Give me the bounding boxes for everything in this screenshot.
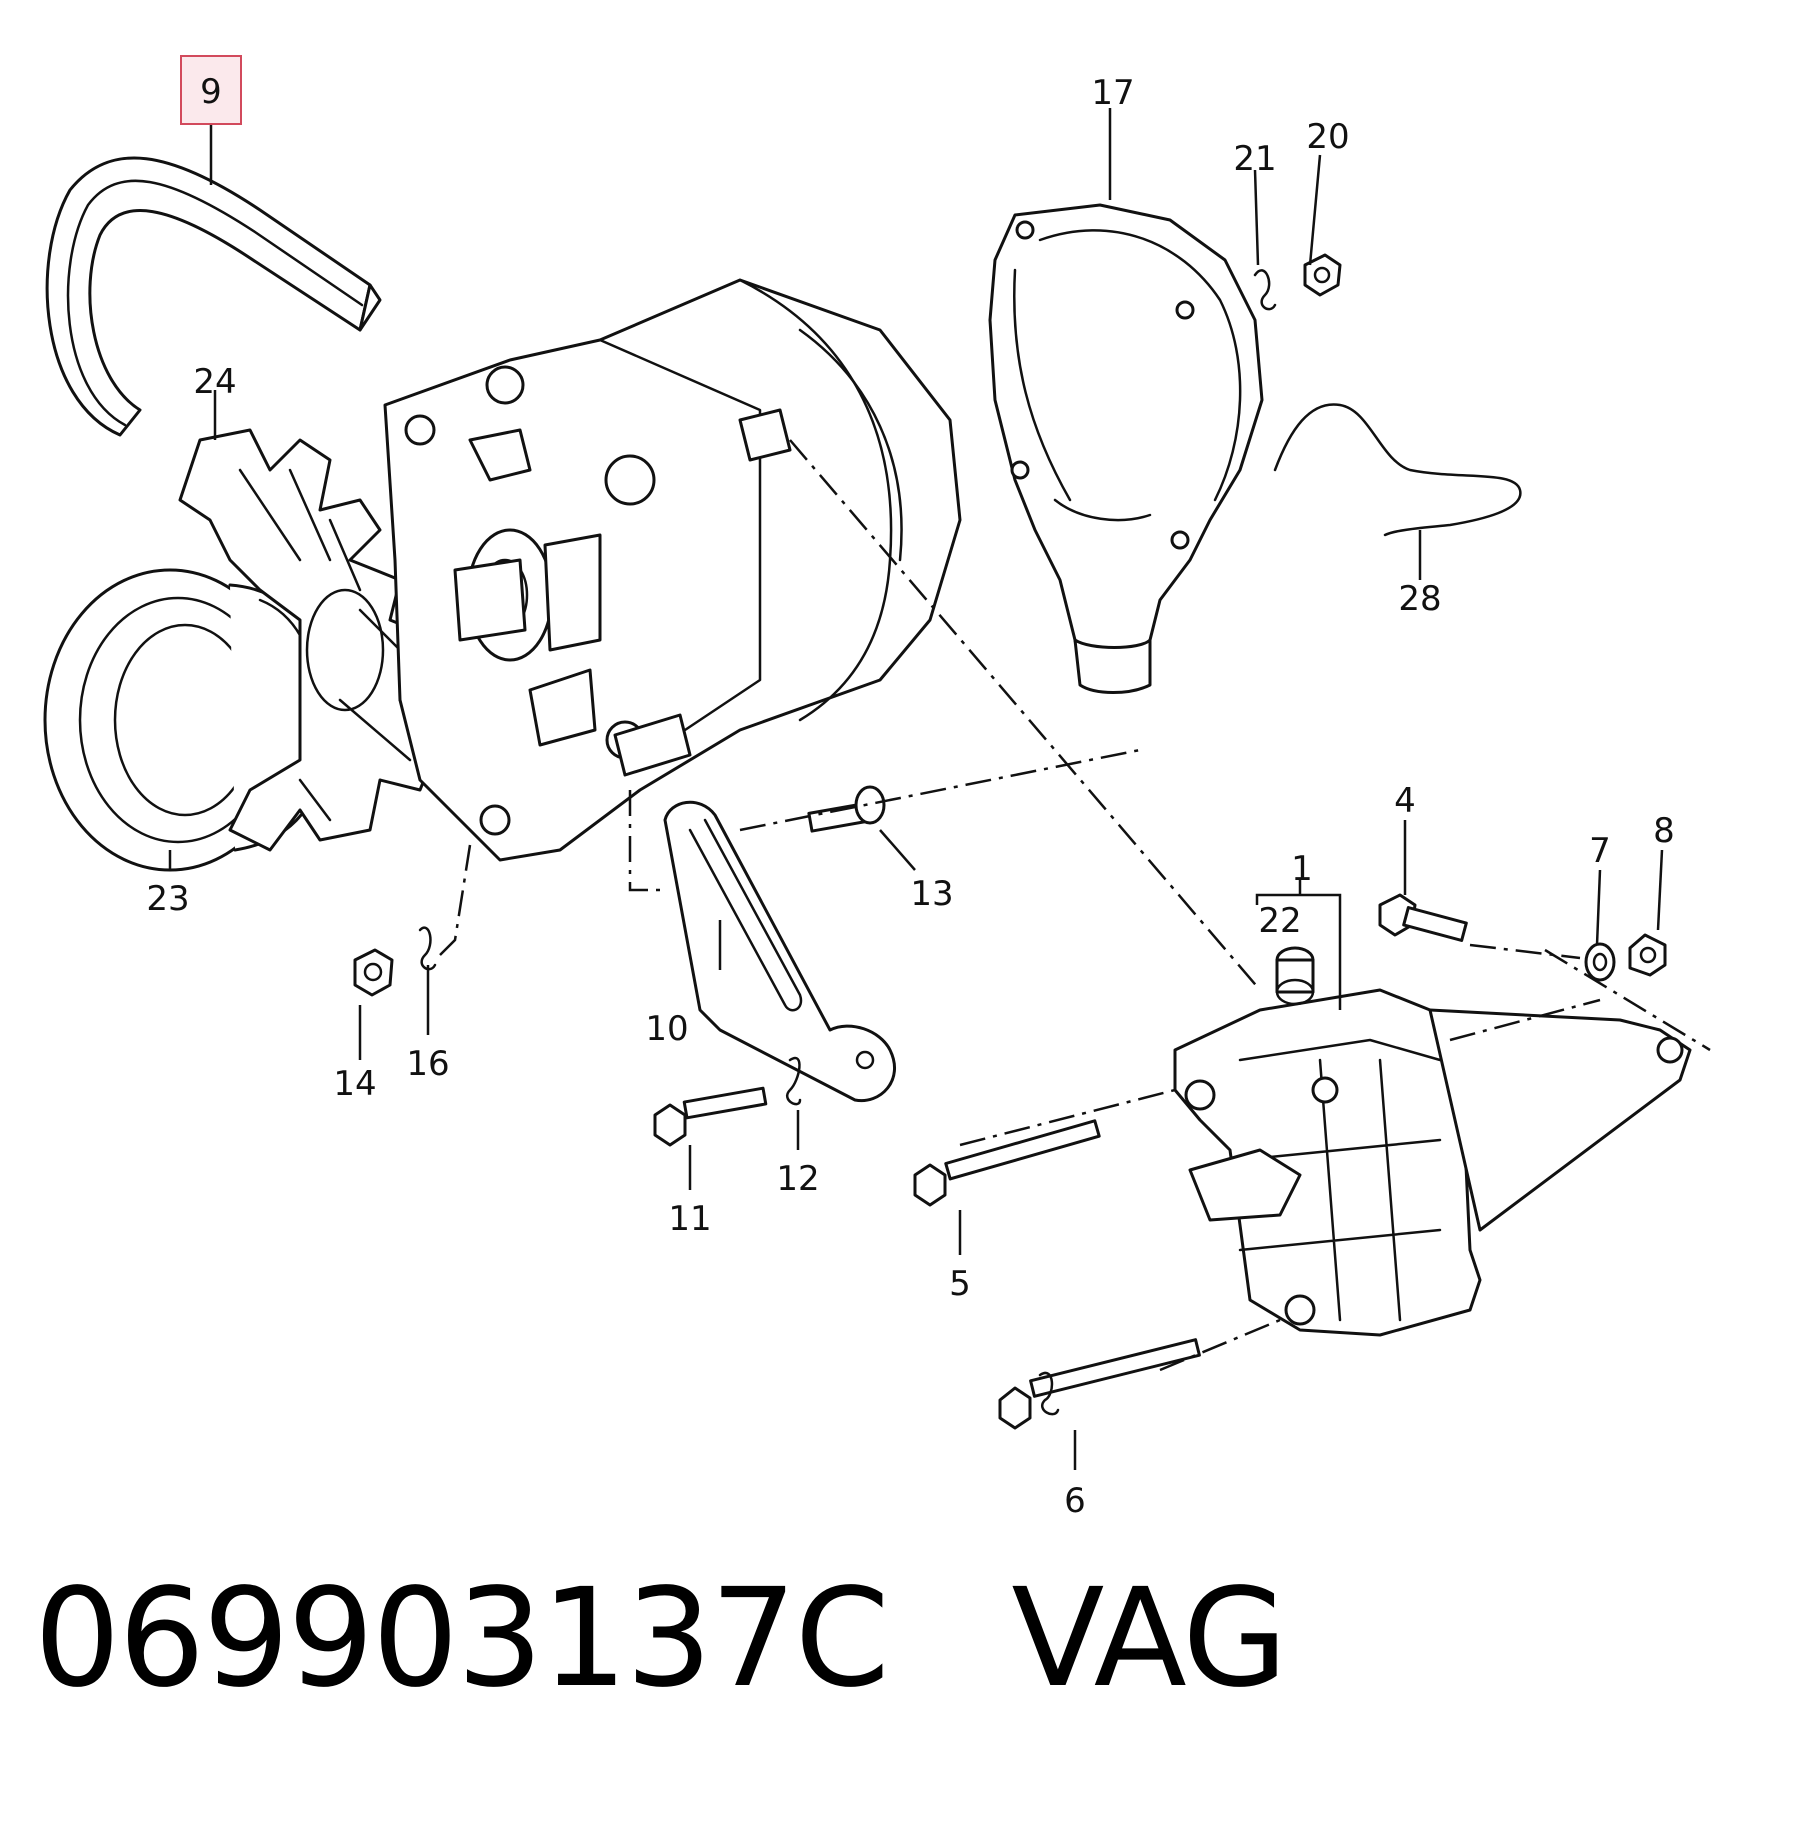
v-belt [45, 156, 382, 437]
callout-28[interactable]: 28 [1398, 579, 1441, 619]
adjusting-bracket [663, 800, 897, 1103]
mounting-bracket [1173, 988, 1692, 1337]
bushing-22 [1275, 946, 1315, 1006]
callout-17[interactable]: 17 [1091, 73, 1134, 113]
bolt-11 [653, 1086, 768, 1147]
callout-20[interactable]: 20 [1306, 117, 1349, 157]
leader-lines [168, 108, 1664, 1470]
spring-washer-12 [786, 1056, 802, 1106]
callout-12[interactable]: 12 [776, 1159, 819, 1199]
wire [1273, 403, 1522, 537]
callout-10[interactable]: 10 [645, 1009, 688, 1049]
callout-21[interactable]: 21 [1233, 139, 1276, 179]
callout-8[interactable]: 8 [1653, 811, 1675, 851]
callout-7[interactable]: 7 [1589, 831, 1611, 871]
callout-11[interactable]: 11 [668, 1199, 711, 1239]
callout-1[interactable]: 1 [1291, 849, 1313, 889]
callout-13[interactable]: 13 [910, 874, 953, 914]
assembly-lines [439, 439, 1711, 1372]
alternator [383, 278, 962, 862]
nut-8 [1628, 933, 1667, 977]
nut-14 [353, 948, 394, 997]
washer-7 [1584, 942, 1616, 982]
callout-9[interactable]: 9 [200, 72, 222, 112]
fan-wheel [178, 428, 442, 852]
callout-6[interactable]: 6 [1064, 1481, 1086, 1521]
spring-washer-21 [1253, 269, 1277, 311]
callout-5[interactable]: 5 [949, 1264, 971, 1304]
callout-24[interactable]: 24 [193, 362, 236, 402]
bolt-5 [913, 1119, 1101, 1207]
nut-20 [1303, 253, 1342, 297]
callout-4[interactable]: 4 [1394, 781, 1416, 821]
callout-16[interactable]: 16 [406, 1044, 449, 1084]
callout-23[interactable]: 23 [146, 879, 189, 919]
rear-cover [988, 203, 1264, 694]
callout-14[interactable]: 14 [333, 1064, 376, 1104]
callout-labels: 9 17 21 20 28 24 23 13 10 14 16 11 12 5 … [146, 72, 1674, 1521]
part-number-caption: 069903137C VAG [34, 1560, 1288, 1718]
bolt-6 [998, 1338, 1201, 1430]
bolt-13 [807, 785, 886, 833]
callout-22[interactable]: 22 [1258, 901, 1301, 941]
highlight-box [180, 55, 242, 125]
spring-washer-16 [418, 926, 437, 971]
bolt-4 [1378, 893, 1468, 942]
